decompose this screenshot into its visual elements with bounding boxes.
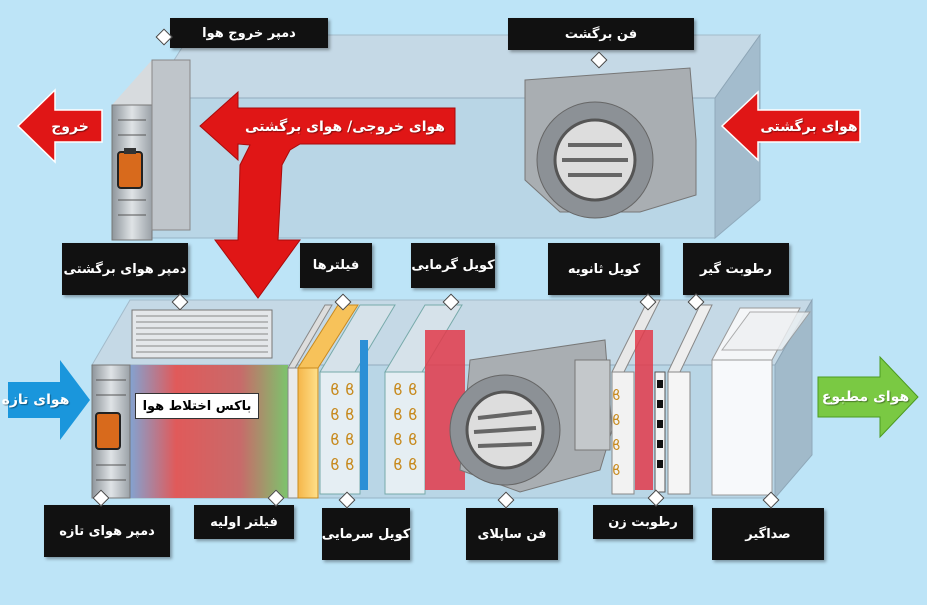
exhaust-return-arrow [199, 90, 456, 299]
supply-fan-label: فن ساپلای [466, 508, 558, 560]
cooling-coil-label: کویل سرمایی [322, 508, 410, 560]
svg-text:ϐ ϐ: ϐ ϐ [330, 405, 355, 424]
svg-text:ϐ ϐ: ϐ ϐ [393, 455, 418, 474]
exhaust-damper-label: دمپر خروج هوا [170, 18, 328, 48]
conditioned-air-arrow-label: هوای مطبوع [821, 389, 910, 405]
silencer-unit [711, 307, 811, 496]
mixing-box-label: باکس اختلاط هوا [135, 393, 259, 419]
supply-fan-unit [449, 339, 613, 493]
fresh-damper-label: دمپر هوای تازه [44, 505, 170, 557]
humidity-eliminator-unit [667, 304, 713, 495]
svg-text:ϐ ϐ: ϐ ϐ [393, 380, 418, 399]
svg-text:ϐ: ϐ [612, 413, 621, 429]
exhaust-damper-unit [111, 59, 191, 241]
silencer-label: صداگیر [712, 508, 824, 560]
svg-text:ϐ ϐ: ϐ ϐ [393, 405, 418, 424]
exhaust-arrow [16, 88, 103, 164]
svg-text:ϐ ϐ: ϐ ϐ [330, 455, 355, 474]
reheat-coil-label: کویل ثانویه [548, 243, 660, 295]
return-fan-unit [524, 67, 697, 219]
svg-text:ϐ: ϐ [612, 463, 621, 479]
fresh-air-arrow-label: هوای تازه [1, 392, 70, 408]
svg-text:ϐ ϐ: ϐ ϐ [330, 380, 355, 399]
return-damper-label: دمپر هوای برگشتی [62, 243, 188, 295]
prefilter-label: فیلتر اولیه [194, 505, 294, 539]
humidifier-unit [654, 371, 666, 493]
filter-panels [297, 304, 359, 499]
svg-text:ϐ ϐ: ϐ ϐ [393, 430, 418, 449]
reheat-coil-unit: ϐ ϐ ϐ ϐ [611, 299, 661, 495]
heating-coil-unit: ϐ ϐ ϐ ϐ ϐ ϐ ϐ ϐ [384, 304, 465, 495]
conditioned-air-arrow [817, 355, 919, 439]
humidifier-label: رطوبت زن [593, 505, 693, 539]
return-fan-label: فن برگشت [508, 18, 694, 50]
fresh-air-arrow [8, 360, 90, 440]
return-air-arrow-label: هوای برگشتی [760, 119, 858, 135]
heating-coil-label: کویل گرمایی [411, 243, 495, 288]
return-air-arrow [720, 90, 861, 162]
cooling-coil-unit: ϐ ϐ ϐ ϐ ϐ ϐ ϐ ϐ [319, 304, 396, 495]
fresh-damper-unit [91, 364, 131, 499]
exhaust-arrow-label: خروج [51, 119, 89, 135]
filters-label: فیلترها [300, 243, 372, 288]
exhaust-return-arrow-label: هوای خروجی/ هوای برگشتی [245, 119, 445, 135]
humidity-eliminator-label: رطوبت گیر [683, 243, 789, 295]
svg-text:ϐ: ϐ [612, 438, 621, 454]
svg-text:ϐ ϐ: ϐ ϐ [330, 430, 355, 449]
svg-text:ϐ: ϐ [612, 388, 621, 404]
